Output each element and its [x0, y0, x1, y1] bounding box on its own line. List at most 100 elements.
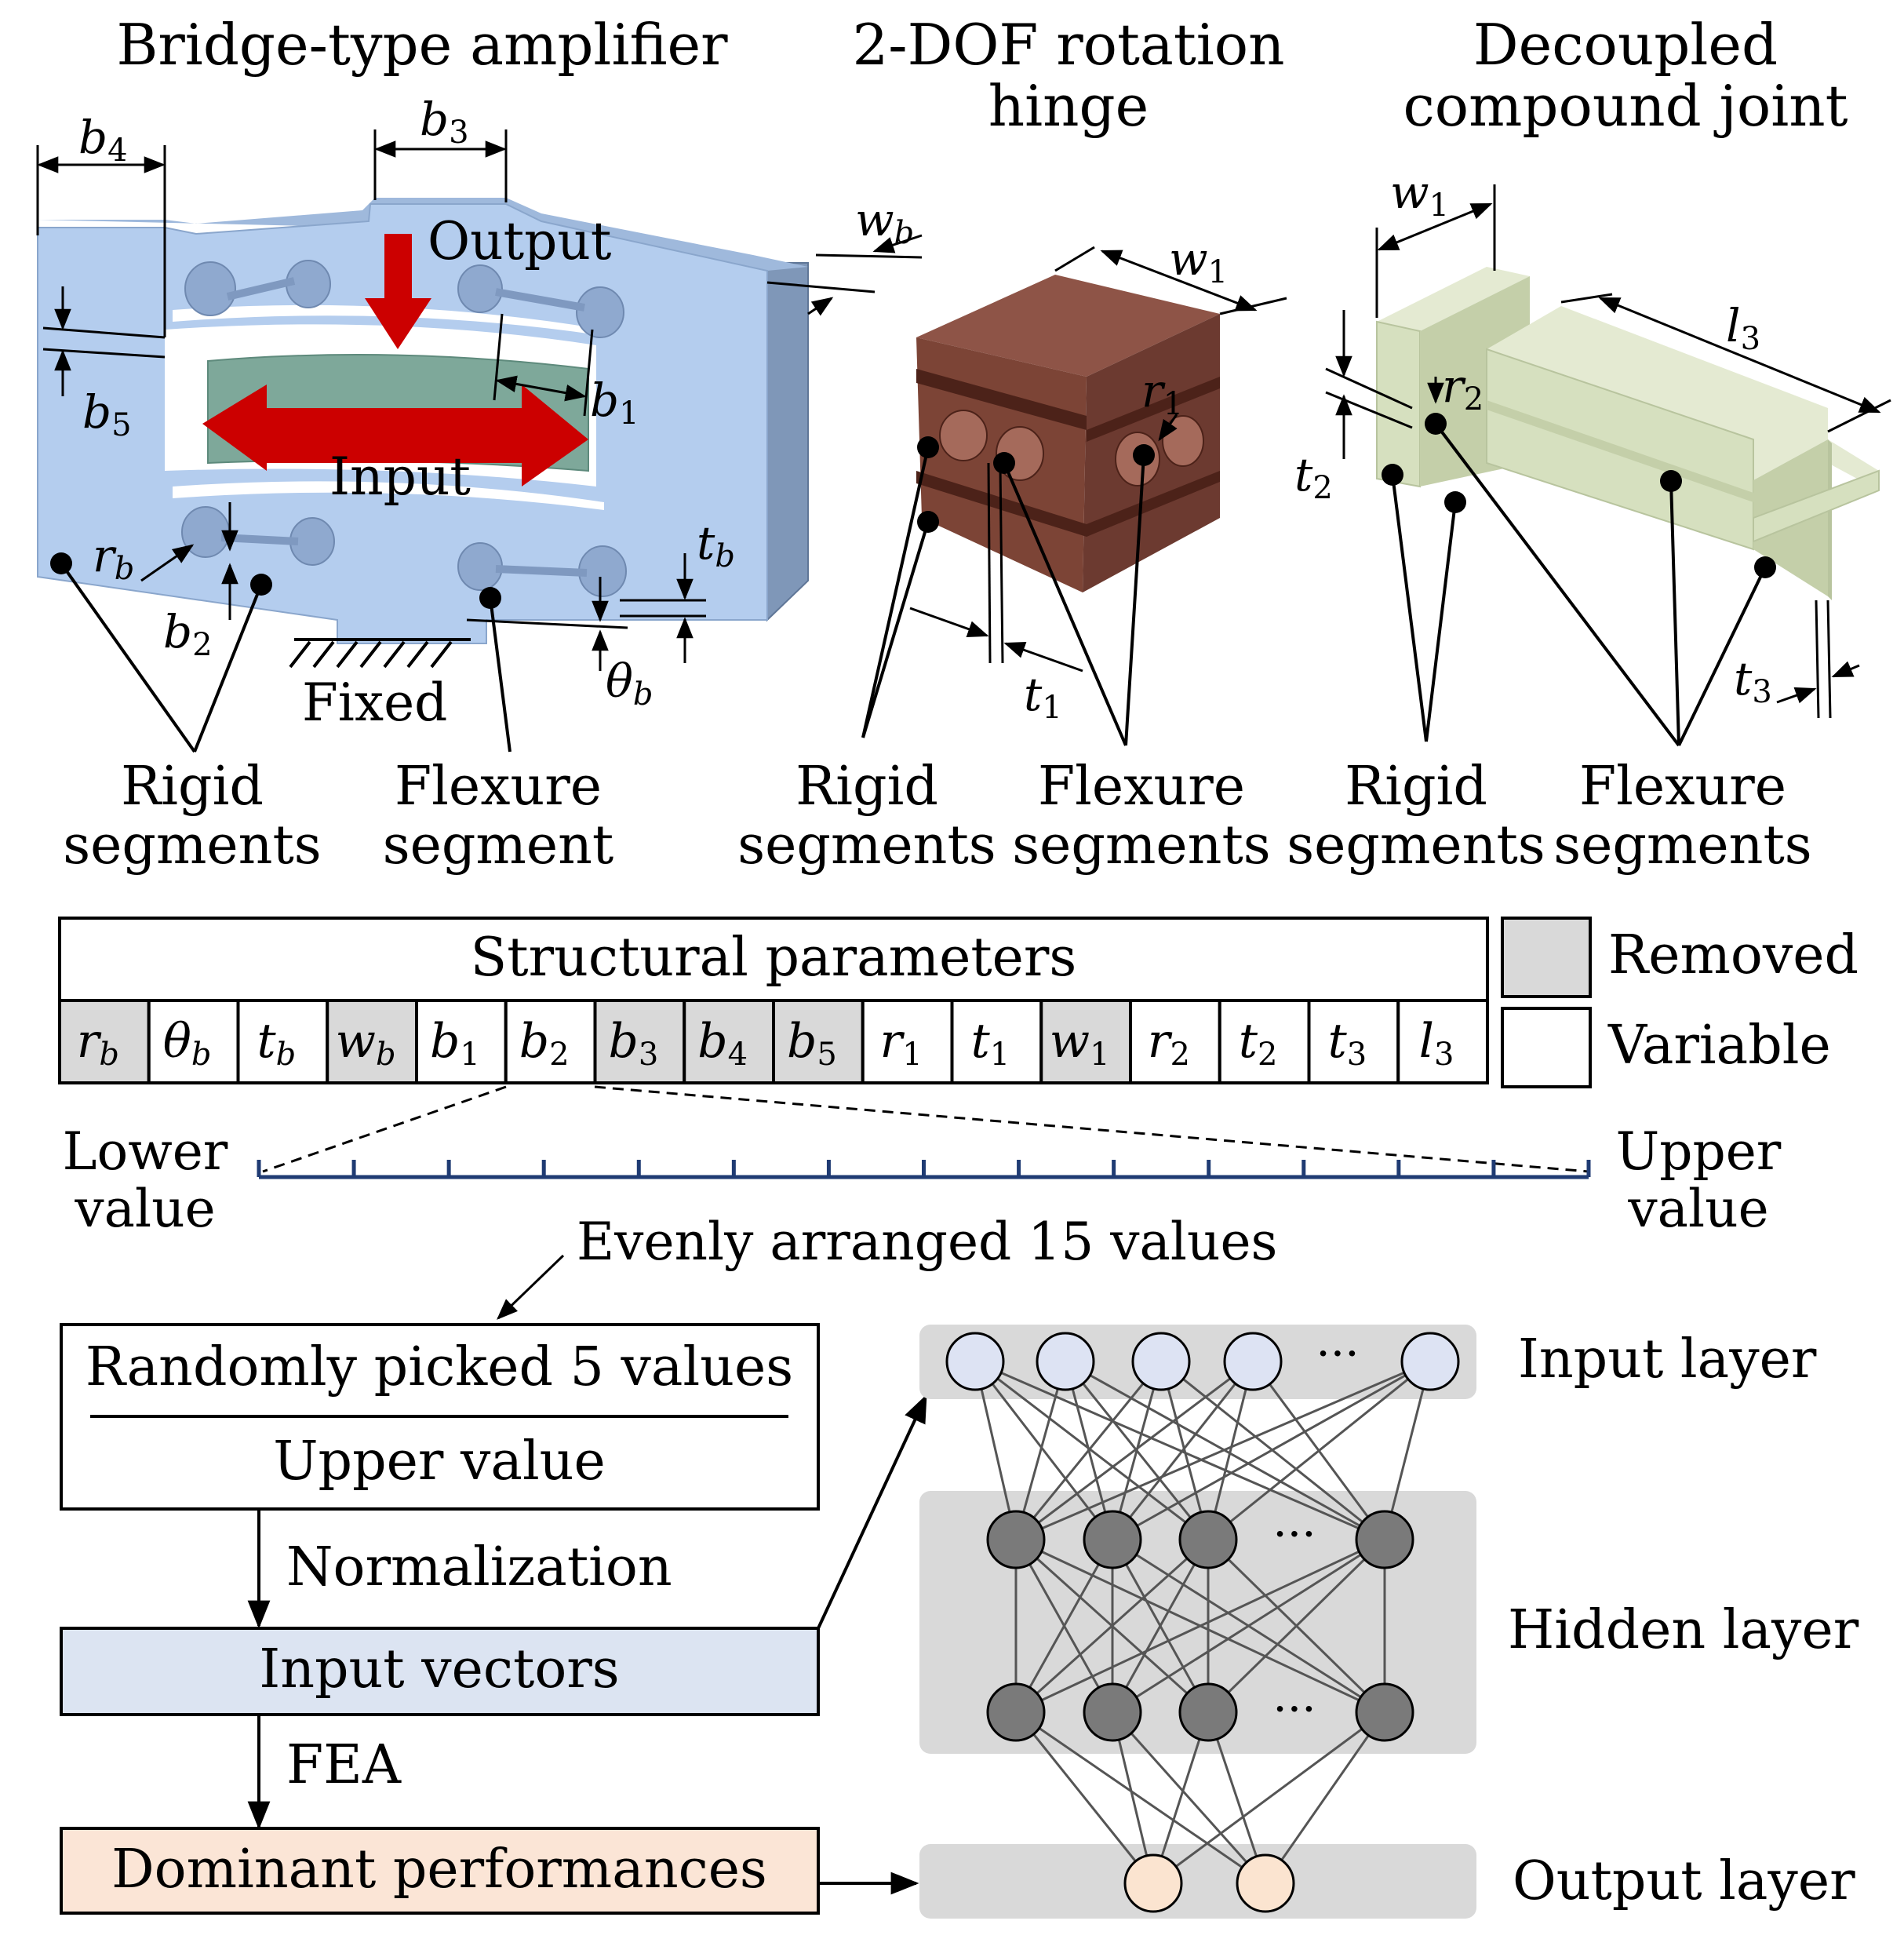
bridge-rigid-label-line1: Rigid: [121, 756, 264, 818]
param-cell: b4: [683, 999, 775, 1084]
network-connection: [1014, 1361, 1163, 1540]
legend: Removed Variable: [1501, 917, 1858, 1088]
fea-label: FEA: [286, 1734, 402, 1796]
param-cell-box: [147, 999, 240, 1084]
param-symbol: w1: [1050, 1014, 1110, 1073]
param-cell-box: [1396, 999, 1489, 1084]
param-cell: wb: [326, 999, 418, 1084]
hidden-node: [986, 1682, 1046, 1742]
param-cell: b2: [504, 999, 597, 1084]
dim-b3: b3: [420, 93, 469, 151]
output-layer-band: [919, 1844, 1476, 1919]
param-cell: r1: [861, 999, 954, 1084]
param-cell-box: [861, 999, 954, 1084]
param-cell: t1: [950, 999, 1043, 1084]
title-compound-joint-line1: Decoupled: [1473, 12, 1778, 78]
network-connection: [1264, 1711, 1386, 1884]
joint-rigid-label-line2: segments: [1287, 815, 1545, 877]
legend-variable-swatch: [1501, 1007, 1592, 1088]
param-cell: tb: [236, 999, 329, 1084]
network-connection: [1014, 1711, 1155, 1884]
network-connection: [1014, 1538, 1210, 1714]
network-connection: [974, 1360, 1209, 1541]
hinge-rigid-label-line2: segments: [737, 815, 996, 877]
param-cell-box: [683, 999, 775, 1084]
dim-b4: b4: [78, 111, 128, 169]
dim-t2: t2: [1294, 448, 1333, 506]
network-connection: [1015, 1360, 1254, 1541]
dim-t3: t3: [1734, 652, 1772, 710]
title-rotation-hinge-line1: 2-DOF rotation: [852, 12, 1284, 78]
neural-network: ··· ··· ···: [919, 1325, 1476, 1919]
network-connection: [1207, 1360, 1431, 1541]
network-connection: [1112, 1538, 1385, 1714]
network-connection: [1015, 1538, 1385, 1714]
scale-ticks: [257, 1160, 1591, 1177]
param-cell-box: [1039, 999, 1132, 1084]
param-cell: t3: [1307, 999, 1400, 1084]
output-arrow: [365, 234, 431, 349]
fraction-numerator: Randomly picked 5 values: [86, 1336, 793, 1398]
hidden-node: [1355, 1510, 1414, 1569]
dim-t1: t1: [1024, 668, 1062, 726]
param-symbol: wb: [336, 1014, 396, 1073]
hidden-ellipsis-2: ···: [1272, 1682, 1316, 1736]
network-connection: [974, 1360, 1385, 1541]
output-node: [1236, 1853, 1295, 1913]
dim-b2: b2: [163, 605, 213, 663]
table-header: Structural parameters: [471, 927, 1077, 989]
rotation-hinge-drawing: [861, 246, 1287, 746]
network-connection: [1207, 1711, 1267, 1884]
dominant-performances-box: [60, 1827, 820, 1915]
lower-value-label-line1: Lower: [63, 1121, 228, 1182]
param-symbol: b5: [787, 1014, 837, 1073]
param-symbol: r1: [880, 1014, 923, 1073]
network-connection: [1207, 1361, 1254, 1540]
input-label: Input: [329, 446, 471, 507]
bridge-amplifier-drawing: [36, 129, 923, 753]
input-node: [1036, 1332, 1095, 1391]
input-node: [945, 1332, 1005, 1391]
dim-thetab: θb: [606, 654, 653, 713]
param-cell: t2: [1218, 999, 1311, 1084]
hidden-node: [1178, 1682, 1238, 1742]
title-rotation-hinge-line2: hinge: [988, 73, 1149, 139]
joint-rigid-label-line1: Rigid: [1345, 756, 1487, 818]
param-symbol: t3: [1328, 1014, 1367, 1073]
hidden-node: [986, 1510, 1046, 1569]
dim-b5: b5: [82, 385, 132, 443]
dim-b1: b1: [590, 374, 639, 432]
flowchart: Randomly picked 5 values Upper value Nor…: [60, 1323, 927, 1915]
param-cell: w1: [1039, 999, 1132, 1084]
param-cell-box: [593, 999, 686, 1084]
dominant-performances-label: Dominant performances: [111, 1839, 767, 1901]
input-ellipsis: ···: [1316, 1327, 1359, 1380]
network-connection: [974, 1361, 1018, 1540]
param-symbol: tb: [257, 1014, 297, 1073]
input-node: [1400, 1332, 1460, 1391]
param-cell-box: [1129, 999, 1221, 1084]
hidden-node: [1355, 1682, 1414, 1742]
network-connection: [1152, 1711, 1385, 1885]
network-connection: [1383, 1361, 1432, 1540]
dim-w1-joint: w1: [1390, 166, 1449, 224]
upper-value-label-line2: value: [1627, 1179, 1768, 1239]
evenly-arranged-caption: Evenly arranged 15 values: [577, 1212, 1277, 1272]
hinge-flexure-label-line1: Flexure: [1038, 756, 1245, 818]
param-cell: b1: [415, 999, 508, 1084]
fixed-label: Fixed: [302, 672, 447, 733]
fixed-support-hatch: [289, 638, 471, 669]
legend-removed-label: Removed: [1608, 924, 1858, 986]
hidden-node: [1083, 1682, 1142, 1742]
network-nodes: [945, 1332, 1460, 1913]
output-label: Output: [428, 211, 611, 272]
hidden-node: [1083, 1510, 1142, 1569]
legend-removed-swatch: [1501, 917, 1592, 998]
network-connection: [1207, 1538, 1386, 1714]
param-cell-box: [504, 999, 597, 1084]
param-cell: b3: [593, 999, 686, 1084]
joint-flexure-label-line2: segments: [1553, 815, 1811, 877]
input-node: [1131, 1332, 1191, 1391]
dim-wb: wb: [855, 193, 914, 251]
